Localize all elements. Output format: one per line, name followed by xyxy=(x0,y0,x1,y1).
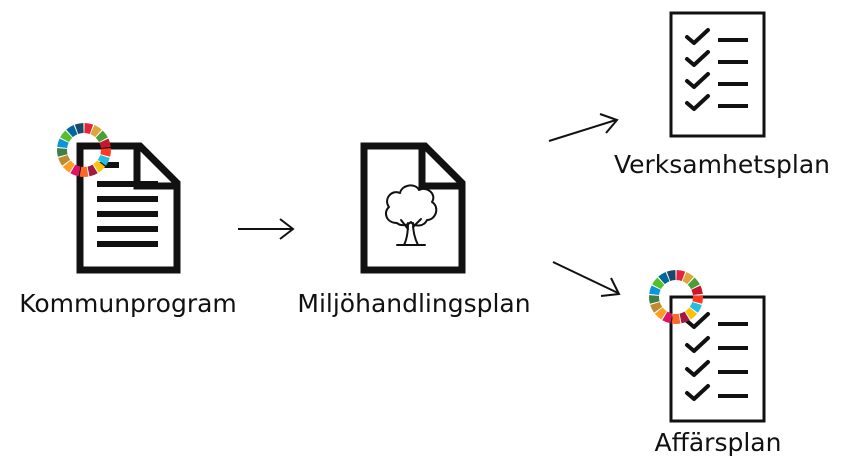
text-lines xyxy=(97,162,158,247)
sdg-wheel-segment xyxy=(666,270,676,282)
affarsplan-node[interactable]: Affärsplan xyxy=(648,270,782,457)
sdg-wheel-segment xyxy=(654,307,667,320)
sdg-wheel-segment xyxy=(58,155,71,166)
sdg-wheel-segment xyxy=(692,295,703,304)
sdg-wheel-segment xyxy=(99,138,111,149)
sdg-wheel-segment xyxy=(652,277,665,290)
sdg-wheel-segment xyxy=(676,270,686,282)
verksamhetsplan-node[interactable]: Verksamhetsplan xyxy=(614,11,830,179)
document-icon xyxy=(360,142,466,274)
sdg-wheel-segment xyxy=(79,166,89,177)
affarsplan-label: Affärsplan xyxy=(655,428,782,457)
miljohandlingsplan-node[interactable]: Miljöhandlingsplan xyxy=(297,142,531,318)
arrow-kommunprogram-to-miljohandlingsplan xyxy=(238,218,295,240)
sdg-wheel-segment xyxy=(662,311,673,324)
checklist-icon xyxy=(669,11,766,138)
sdg-wheel-segment xyxy=(62,160,75,173)
sdg-wheel-icon xyxy=(648,270,703,324)
sdg-wheel-icon xyxy=(57,123,111,177)
sdg-wheel-segment xyxy=(97,155,110,166)
tree-icon xyxy=(384,184,438,246)
document-icon xyxy=(76,142,181,274)
sdg-wheel-segment xyxy=(689,302,702,313)
checklist-icon xyxy=(669,295,766,423)
sdg-wheel-segment xyxy=(70,164,81,177)
sdg-wheel-segment xyxy=(60,130,73,143)
sdg-wheel-segment xyxy=(57,148,68,157)
sdg-wheel-segment xyxy=(93,160,106,173)
sdg-wheel-segment xyxy=(658,272,670,285)
sdg-wheel-segment xyxy=(57,138,69,149)
arrow-to-verksamhetsplan xyxy=(548,113,619,142)
arrow-to-affarsplan xyxy=(552,261,621,297)
sdg-wheel-segment xyxy=(685,307,698,320)
sdg-wheel-segment xyxy=(691,285,703,296)
sdg-wheel-segment xyxy=(679,311,690,324)
sdg-wheel-segment xyxy=(682,272,694,285)
sdg-wheel-segment xyxy=(84,123,94,135)
sdg-wheel-segment xyxy=(87,164,98,177)
sdg-wheel-segment xyxy=(95,130,108,143)
sdg-wheel-segment xyxy=(90,125,102,138)
verksamhetsplan-label: Verksamhetsplan xyxy=(614,150,830,179)
sdg-wheel-segment xyxy=(687,277,700,290)
sdg-wheel-segment xyxy=(671,313,681,324)
sdg-wheel-segment xyxy=(650,302,663,313)
sdg-wheel-segment xyxy=(74,123,84,135)
miljohandlingsplan-label: Miljöhandlingsplan xyxy=(297,289,530,318)
sdg-wheel-segment xyxy=(648,295,660,304)
kommunprogram-label: Kommunprogram xyxy=(19,289,237,318)
sdg-wheel-segment xyxy=(66,125,78,138)
sdg-wheel-segment xyxy=(649,285,661,296)
kommunprogram-node[interactable]: Kommunprogram xyxy=(19,123,237,318)
sdg-wheel-segment xyxy=(100,148,111,157)
